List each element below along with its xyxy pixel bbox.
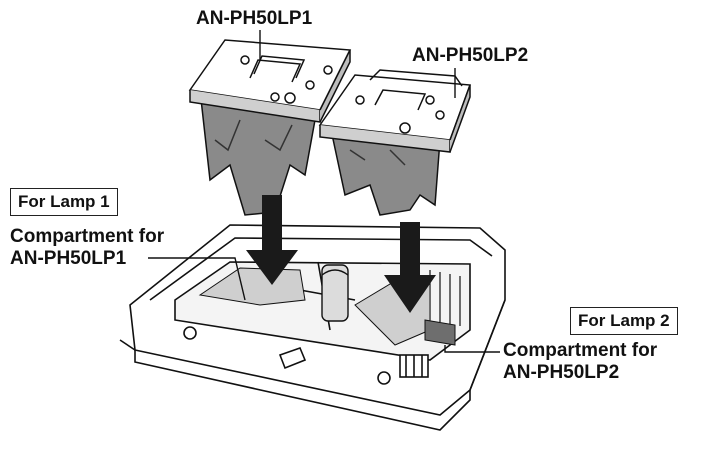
compartment1-label-line1: Compartment for — [10, 226, 165, 247]
leader-compartment-2 — [444, 345, 500, 353]
center-roller — [321, 264, 349, 322]
compartment1-label-line2: AN-PH50LP1 — [10, 248, 127, 269]
compartment-bay-2-dark — [424, 319, 456, 346]
for-lamp1-badge: For Lamp 1 — [10, 188, 118, 216]
lamp2-model-label: AN-PH50LP2 — [412, 45, 529, 66]
compartment2-label-line2: AN-PH50LP2 — [503, 362, 620, 383]
for-lamp2-badge: For Lamp 2 — [570, 307, 678, 335]
compartment2-label-line1: Compartment for — [503, 340, 658, 361]
compartment-bay-1-shade — [198, 267, 306, 306]
insert-arrow-2 — [384, 222, 436, 313]
lamp-unit-2-illustration — [318, 69, 472, 216]
lamp1-model-label: AN-PH50LP1 — [196, 8, 313, 29]
lamp-unit-1-illustration — [188, 39, 352, 216]
insert-arrow-1 — [246, 195, 298, 285]
leader-compartment-1 — [148, 257, 246, 301]
